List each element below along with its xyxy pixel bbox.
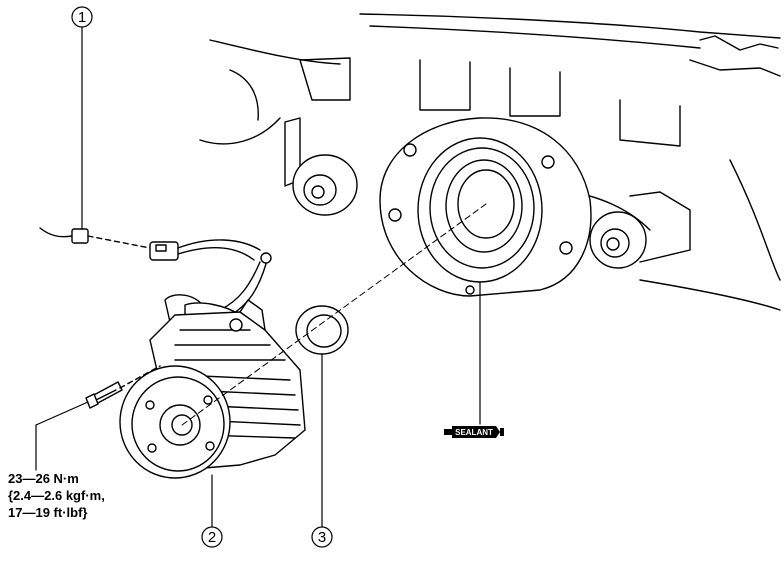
pump-housing-flange (379, 117, 592, 297)
mounting-boss-left (292, 154, 358, 216)
callout-circle-1 (71, 6, 93, 28)
torque-line-kgf: {2.4—2.6 kgf·m, (8, 488, 105, 503)
callout-label-1: 1 (78, 9, 86, 26)
pump-sensor-connector (149, 239, 272, 319)
connector-harness (39, 227, 151, 249)
engine-block (199, 13, 781, 311)
water-pump (119, 294, 306, 479)
mounting-boss-right (589, 211, 647, 269)
torque-line-ftlbf: 17—19 ft·lbf} (8, 505, 88, 520)
torque-spec: 23—26 N·m {2.4—2.6 kgf·m, 17—19 ft·lbf} (8, 470, 105, 521)
torque-line-nm: 23—26 N·m (8, 471, 79, 486)
mounting-bolt (85, 365, 161, 409)
callout-circle-3 (311, 526, 333, 548)
leader-lines (35, 26, 481, 528)
alignment-centerline (181, 203, 487, 426)
sealant-tube-icon: SEALANT (444, 426, 504, 438)
callout-label-3: 3 (318, 529, 326, 546)
gasket (295, 305, 349, 355)
callout-circle-2 (201, 526, 223, 548)
sealant-label: SEALANT (455, 428, 493, 437)
callout-label-2: 2 (208, 529, 216, 546)
